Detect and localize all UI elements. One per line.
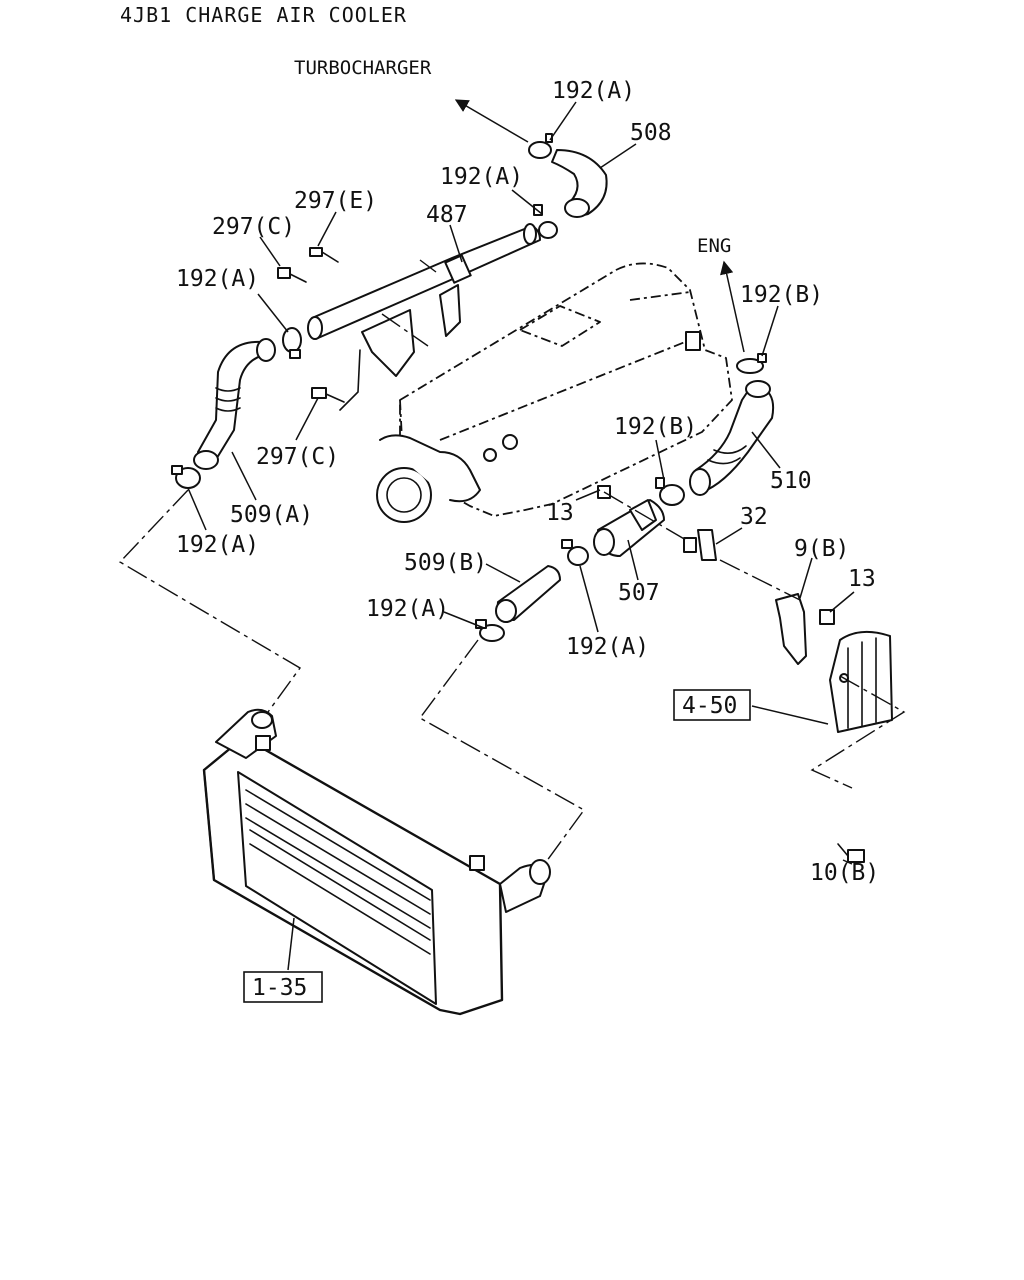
label-507: 507	[618, 580, 660, 606]
label-508: 508	[630, 120, 672, 146]
label-297c-mid: 297(C)	[256, 444, 339, 470]
ref-1-35: 1-35	[252, 975, 307, 1001]
label-509a: 509(A)	[230, 502, 313, 528]
label-13-mid: 13	[546, 500, 574, 526]
diagram-title: 4JB1 CHARGE AIR COOLER	[120, 3, 407, 27]
label-13-right: 13	[848, 566, 876, 592]
hose-508	[551, 149, 608, 218]
label-509b: 509(B)	[404, 550, 487, 576]
turbocharger-direction-arrow	[454, 99, 529, 143]
label-510: 510	[770, 468, 812, 494]
leader-lines	[187, 101, 855, 971]
label-32: 32	[740, 504, 768, 530]
reference-box-1-35: 1-35	[243, 971, 323, 1003]
label-192a-top: 192(A)	[552, 78, 635, 104]
turbocharger-direction-label: TURBOCHARGER	[294, 57, 432, 79]
label-192b-top: 192(B)	[740, 282, 823, 308]
label-192a-bottom-left: 192(A)	[366, 596, 449, 622]
radiator-fragment	[829, 630, 893, 733]
hose-510	[689, 380, 774, 496]
bracket-9b	[775, 593, 807, 665]
engine-block-outline	[376, 262, 733, 523]
label-297e: 297(E)	[294, 188, 377, 214]
ref-4-50: 4-50	[682, 693, 737, 719]
engine-direction-arrow	[720, 260, 745, 353]
charge-air-cooler-1-35	[202, 708, 551, 1016]
label-192a-lower: 192(A)	[176, 532, 259, 558]
connection-chain-lines	[118, 259, 906, 863]
label-192a-mid: 192(A)	[440, 164, 523, 190]
hose-509b	[495, 565, 561, 623]
engine-direction-label: ENG	[697, 235, 731, 257]
label-9b: 9(B)	[794, 536, 849, 562]
outlet-pipe-487	[307, 223, 541, 411]
label-297c-top: 297(C)	[212, 214, 295, 240]
part-labels: 192(A) 508 192(A) 297(E) 487 297(C) 192(…	[176, 78, 879, 886]
reference-box-4-50: 4-50	[673, 689, 751, 721]
inlet-pipe-507	[593, 499, 665, 557]
label-192a-bottom-right: 192(A)	[566, 634, 649, 660]
label-10b: 10(B)	[810, 860, 879, 886]
label-192a-left: 192(A)	[176, 266, 259, 292]
hose-509a	[193, 338, 276, 470]
label-192b-mid: 192(B)	[614, 414, 697, 440]
label-487: 487	[426, 202, 468, 228]
